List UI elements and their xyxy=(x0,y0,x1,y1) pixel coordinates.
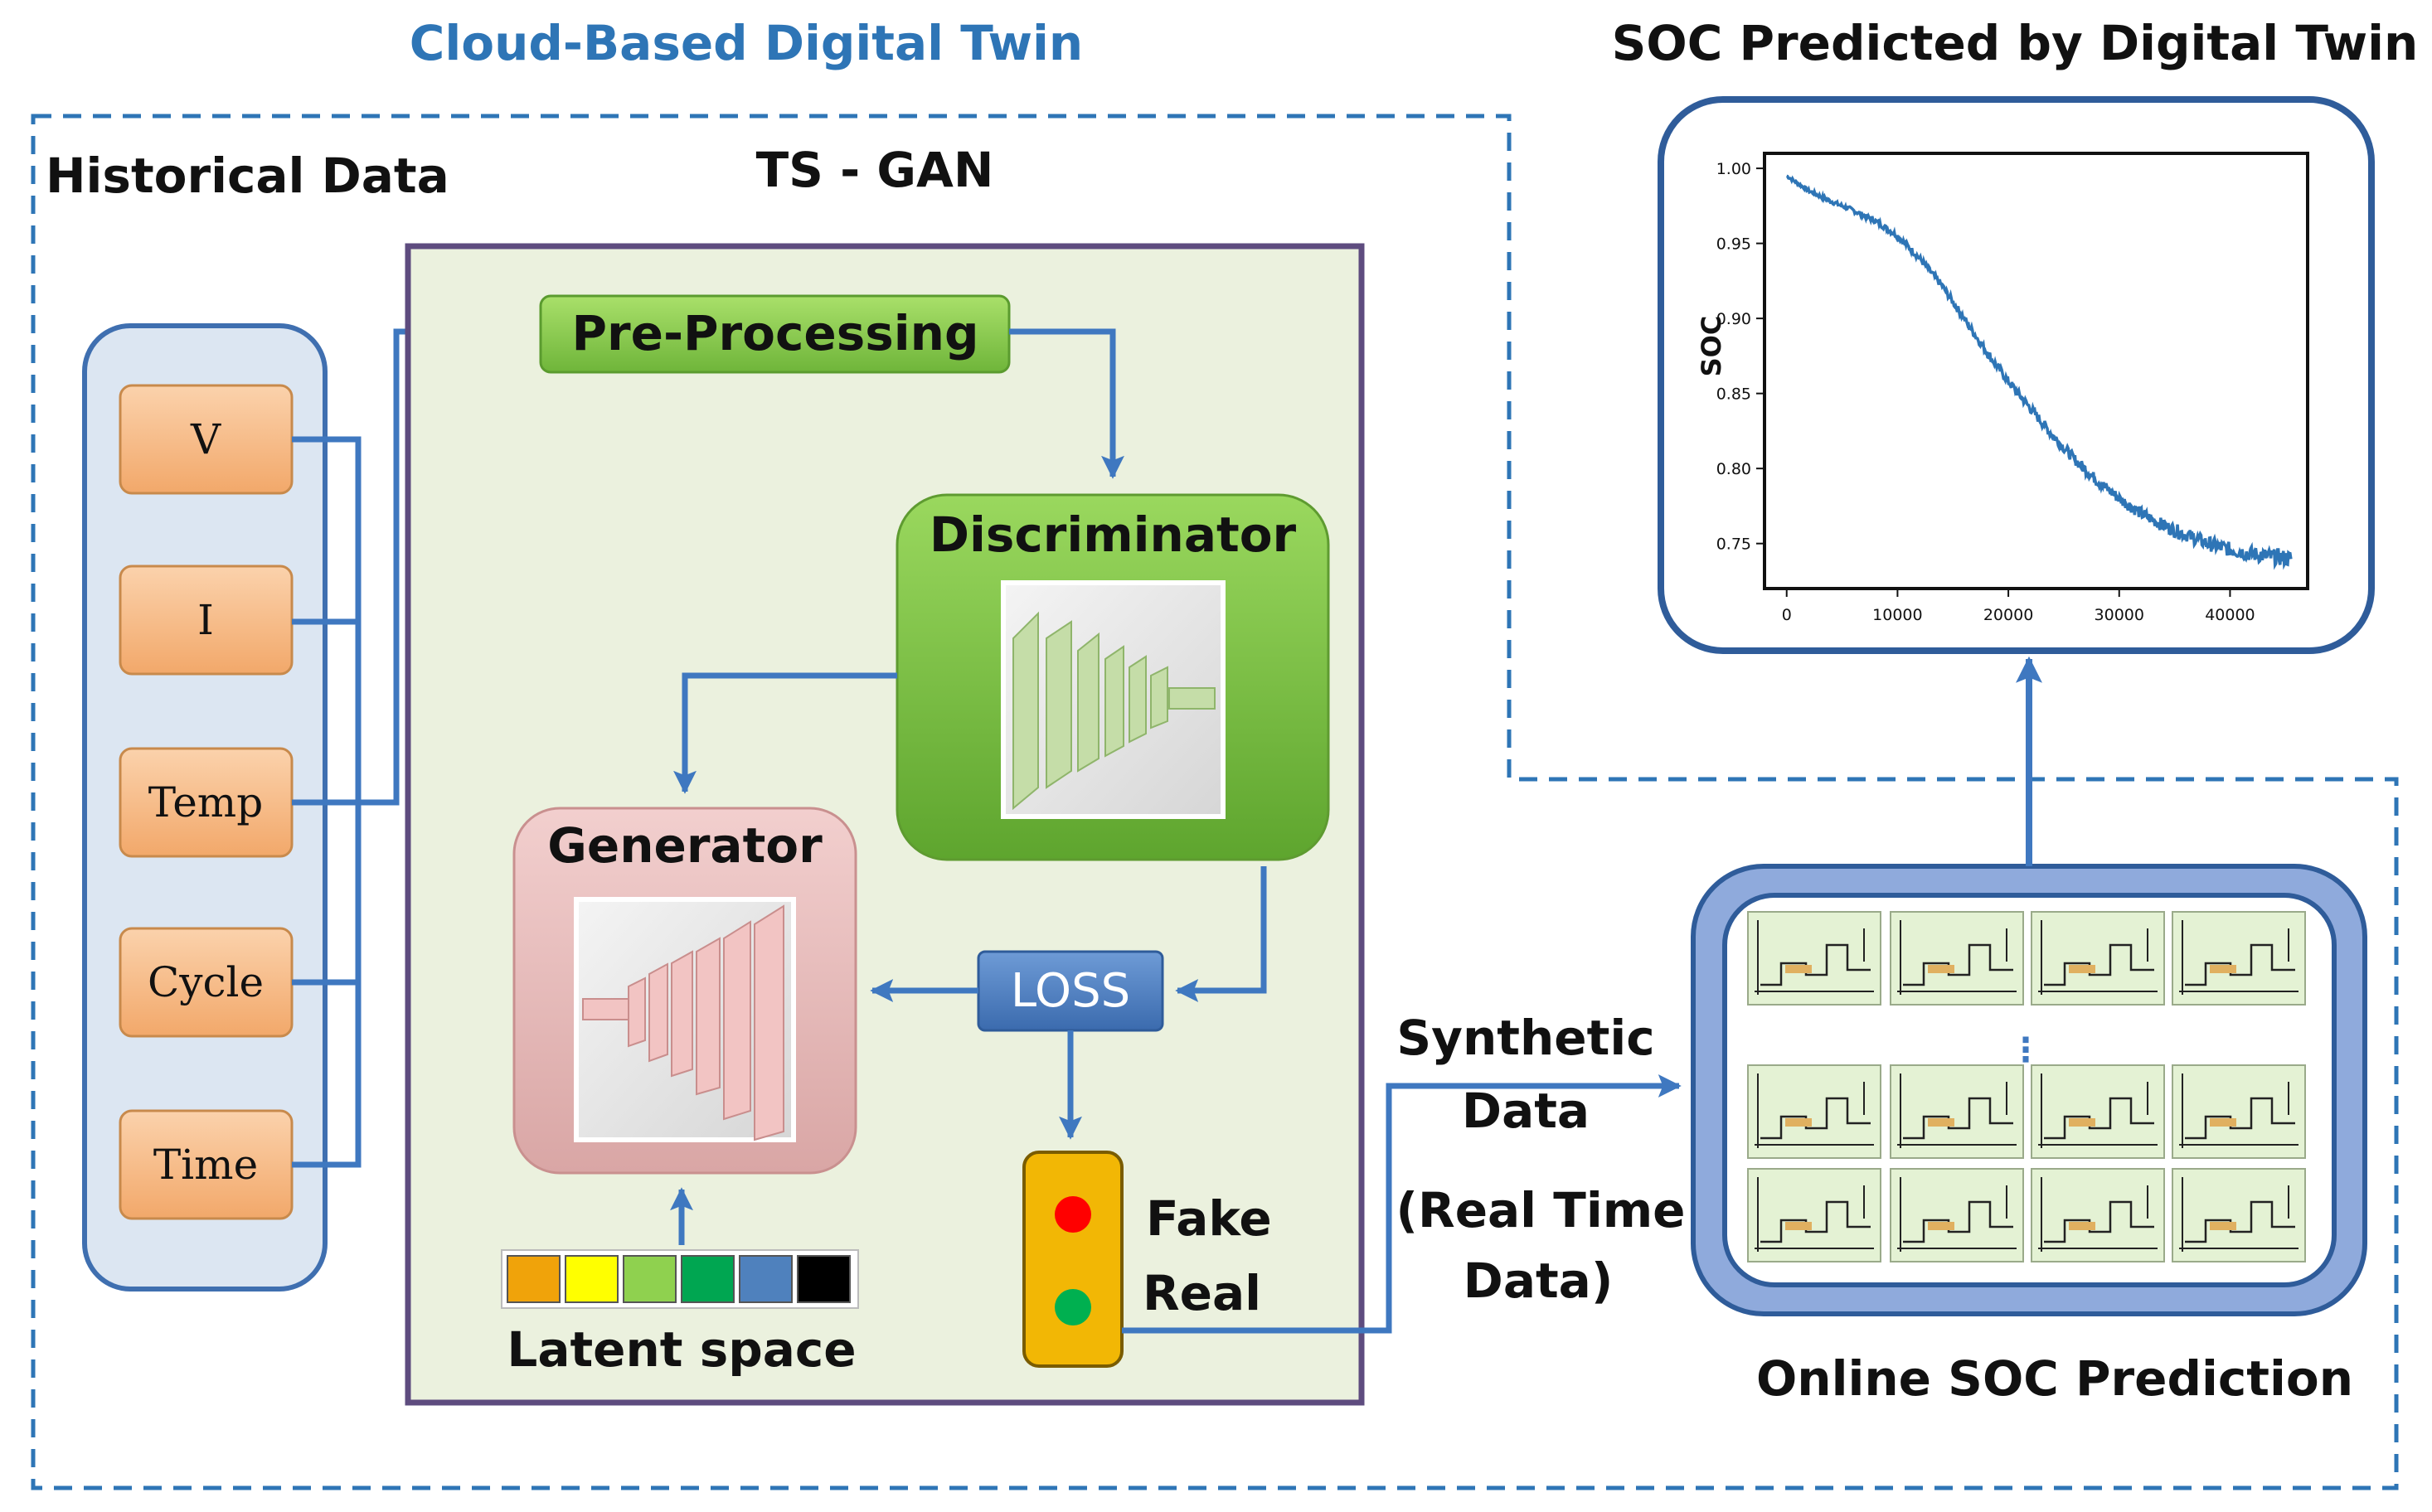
synthetic-label-line4: Data) xyxy=(1464,1253,1614,1309)
input-label: Time xyxy=(153,1141,258,1189)
input-label: Temp xyxy=(148,778,263,826)
latent-space-palette xyxy=(501,1249,859,1309)
y-tick-label: 0.75 xyxy=(1716,536,1751,554)
prediction-thumbnail xyxy=(1747,911,1881,1006)
prediction-thumbnail xyxy=(1747,1168,1881,1262)
input-label: I xyxy=(197,596,214,644)
prediction-thumbnail xyxy=(2031,1168,2165,1262)
soc-plot-area xyxy=(1763,152,2309,590)
y-tick-label: 1.00 xyxy=(1716,160,1751,178)
preprocessing-label: Pre-Processing xyxy=(572,305,979,361)
real-light xyxy=(1055,1289,1091,1325)
discriminator-label: Discriminator xyxy=(930,506,1297,563)
prediction-thumbnail xyxy=(1747,1064,1881,1159)
y-tick-label: 0.95 xyxy=(1716,235,1751,254)
cloud-title: Cloud-Based Digital Twin xyxy=(410,15,1083,71)
preprocessing-block: Pre-Processing xyxy=(539,294,1011,374)
latent-cell xyxy=(681,1255,735,1303)
fake-real-indicator xyxy=(1022,1151,1124,1368)
latent-space-label: Latent space xyxy=(507,1321,856,1378)
latent-cell xyxy=(507,1255,561,1303)
fake-label: Fake xyxy=(1146,1190,1272,1247)
tsgan-title: TS - GAN xyxy=(756,142,994,198)
latent-cell xyxy=(623,1255,677,1303)
x-tick-label: 0 xyxy=(1782,606,1792,624)
y-tick-label: 0.90 xyxy=(1716,310,1751,328)
prediction-thumbnail xyxy=(2172,911,2306,1006)
y-tick-label: 0.85 xyxy=(1716,385,1751,404)
y-tick-label: 0.80 xyxy=(1716,460,1751,478)
generator-block: Generator xyxy=(512,807,857,1175)
online-prediction-block: ⋮ xyxy=(1691,864,2367,1316)
real-label: Real xyxy=(1143,1265,1261,1321)
x-tick-label: 10000 xyxy=(1872,606,1922,624)
loss-block: LOSS xyxy=(977,950,1164,1032)
soc-series-line xyxy=(1786,174,2293,570)
discriminator-network-icon xyxy=(1001,580,1226,819)
input-box-time: Time xyxy=(119,1109,294,1220)
historical-data-title: Historical Data xyxy=(46,148,449,204)
discriminator-block: Discriminator xyxy=(896,493,1330,861)
thumbnail-ellipsis: ⋮ xyxy=(2009,1031,2042,1069)
x-tick-label: 40000 xyxy=(2205,606,2255,624)
input-box-i: I xyxy=(119,565,294,676)
generator-label: Generator xyxy=(547,817,823,874)
synthetic-label-line2: Data xyxy=(1462,1083,1590,1139)
latent-cell xyxy=(565,1255,619,1303)
soc-chart: 0 10000 20000 30000 40000 0.75 0.80 0.85 0.90 0.9… xyxy=(1696,152,2309,624)
fake-light xyxy=(1055,1196,1091,1233)
synthetic-label-line3: (Real Time xyxy=(1396,1182,1686,1238)
prediction-thumbnails xyxy=(1747,911,2306,1262)
input-label: Cycle xyxy=(148,958,264,1006)
latent-cell xyxy=(739,1255,793,1303)
synthetic-label-line1: Synthetic xyxy=(1396,1010,1654,1066)
soc-predicted-title: SOC Predicted by Digital Twin xyxy=(1612,15,2419,71)
input-box-temp: Temp xyxy=(119,747,294,858)
input-box-v: V xyxy=(119,384,294,495)
prediction-thumbnail xyxy=(2031,1064,2165,1159)
generator-network-icon xyxy=(574,897,796,1142)
gan-flow-arrows xyxy=(670,328,1682,1334)
prediction-thumbnail xyxy=(2172,1064,2306,1159)
cloud-boundary-dashed xyxy=(31,114,2399,1490)
prediction-thumbnail xyxy=(1890,911,2024,1006)
online-soc-title: Online SOC Prediction xyxy=(1756,1350,2353,1407)
prediction-thumbnail xyxy=(1890,1168,2024,1262)
latent-cell xyxy=(797,1255,851,1303)
prediction-thumbnail xyxy=(2172,1168,2306,1262)
x-tick-label: 30000 xyxy=(2095,606,2144,624)
prediction-thumbnail xyxy=(1890,1064,2024,1159)
prediction-thumbnail xyxy=(2031,911,2165,1006)
x-tick-label: 20000 xyxy=(1983,606,2033,624)
input-label: V xyxy=(190,415,221,463)
input-box-cycle: Cycle xyxy=(119,927,294,1038)
y-axis-label: SOC xyxy=(1696,316,1727,377)
loss-label: LOSS xyxy=(1011,964,1130,1018)
